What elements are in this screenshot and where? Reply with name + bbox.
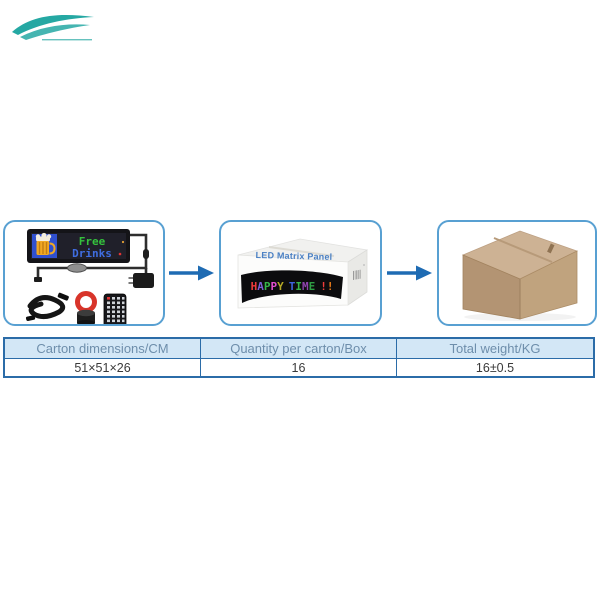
- sign-text-line2: Drinks: [72, 247, 112, 260]
- flow-arrow-1: [169, 265, 214, 281]
- barcode: [353, 269, 361, 280]
- inline-controller: [143, 249, 149, 259]
- led-banner: [241, 270, 343, 303]
- step-shipping-box: [437, 220, 597, 326]
- beer-mug-icon: [32, 232, 57, 258]
- inline-remote-receiver: [67, 263, 87, 273]
- black-tape-roll: [77, 309, 95, 324]
- cardboard-box-illustration: [461, 230, 579, 321]
- power-adapter: [128, 268, 154, 288]
- sign-text-line1: Free: [79, 235, 106, 248]
- value-quantity-per-carton: 16: [201, 359, 397, 376]
- header-total-weight: Total weight/KG: [397, 339, 593, 359]
- red-tape-ring: [75, 291, 97, 313]
- teal-swoosh-decoration: [12, 14, 94, 41]
- step-product-kit: Free Drinks: [3, 220, 165, 326]
- led-sign-kit-illustration: Free Drinks: [25, 229, 154, 324]
- packaging-spec-table: Carton dimensions/CM Quantity per carton…: [3, 337, 595, 378]
- flow-arrow-2: [387, 265, 432, 281]
- value-carton-dimensions: 51×51×26: [5, 359, 201, 376]
- header-quantity-per-carton: Quantity per carton/Box: [201, 339, 397, 359]
- remote-control: [103, 293, 127, 324]
- header-carton-dimensions: Carton dimensions/CM: [5, 339, 201, 359]
- inner-carton-illustration: [237, 238, 369, 309]
- value-total-weight: 16±0.5: [397, 359, 593, 376]
- cable-bundle: [25, 292, 69, 321]
